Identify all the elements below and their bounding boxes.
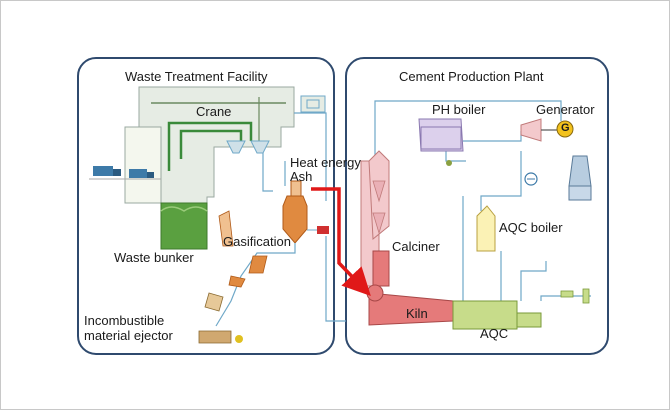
truck-1 <box>93 166 113 176</box>
heat-energy-arrow <box>311 187 371 297</box>
cement-panel-title: Cement Production Plant <box>399 69 544 84</box>
gasifier <box>282 195 308 244</box>
incombustible-label-line2: material ejector <box>84 328 173 343</box>
ash-label: Ash <box>290 169 313 184</box>
cement-panel-border <box>345 57 609 355</box>
generator-label: Generator <box>536 102 595 117</box>
heat-energy-label: Heat energy <box>290 155 361 170</box>
ash-burner <box>317 226 329 234</box>
ph-boiler-label: PH boiler <box>432 102 486 117</box>
gasification-label: Gasification <box>223 234 291 249</box>
aqc-boiler-unit <box>476 205 496 252</box>
kiln-label: Kiln <box>406 306 428 321</box>
waste-panel-border <box>77 57 335 355</box>
generator-symbol: G <box>561 122 570 134</box>
calciner-label: Calciner <box>392 239 440 254</box>
crane-label: Crane <box>196 104 232 119</box>
aqc-label: AQC <box>480 326 509 341</box>
aqc-boiler-label: AQC boiler <box>499 220 563 235</box>
waste-panel-title: Waste Treatment Facility <box>125 69 268 84</box>
truck-2 <box>129 169 147 178</box>
incombustible-label-line1: Incombustible <box>84 313 165 328</box>
generator-icon <box>556 120 574 138</box>
aqc-unit <box>452 300 518 330</box>
waste-bunker-label: Waste bunker <box>114 250 194 265</box>
waste-bunker <box>160 202 208 250</box>
waste-building-side <box>124 126 162 204</box>
